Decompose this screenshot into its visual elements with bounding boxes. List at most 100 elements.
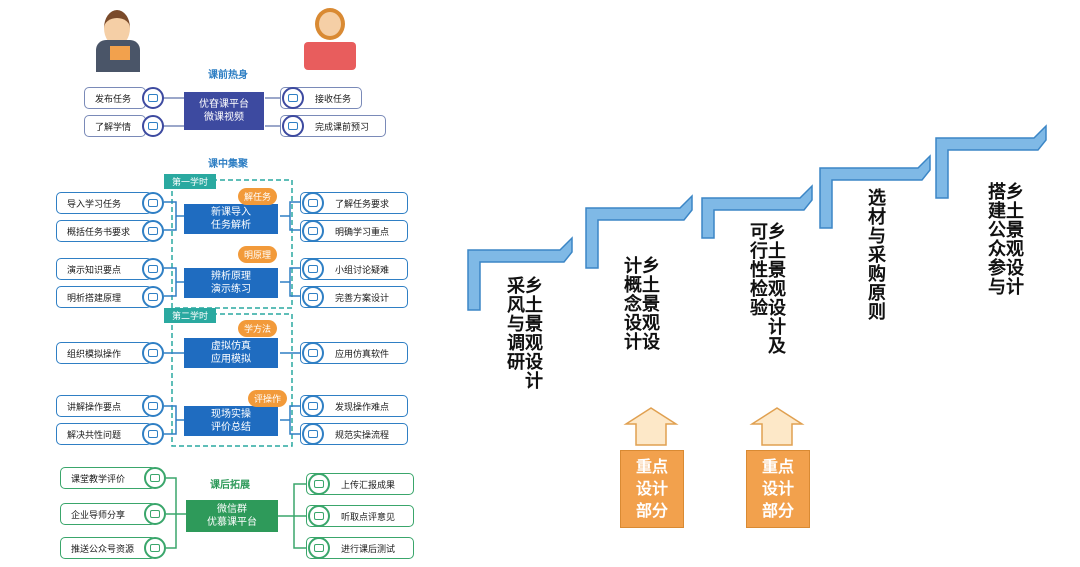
- block-4-center: 现场实操 评价总结: [184, 406, 278, 436]
- pen-icon: [282, 115, 304, 137]
- block-1-left-2-label: 概括任务书要求: [67, 227, 131, 238]
- block-2-left-1-label: 演示知识要点: [67, 265, 122, 276]
- lesson-1-label: 第一学时: [164, 174, 217, 189]
- block-4-left-2-label: 解决共性问题: [67, 430, 122, 441]
- block-1-right-2: 明确学习重点: [300, 220, 408, 242]
- block-4-right-2: 规范实操流程: [300, 423, 408, 445]
- post-left-1-label: 课堂教学评价: [71, 474, 126, 485]
- clipboard-icon: [142, 395, 164, 417]
- focus-box-1: 重点设计部分: [620, 450, 684, 528]
- step-2-label: 乡土景观设计概念设计: [621, 256, 660, 351]
- block-4-right-1: 发现操作难点: [300, 395, 408, 417]
- pre-student-item-2: 完成课前预习: [280, 115, 386, 137]
- bulb-icon: [302, 342, 324, 364]
- list-icon: [142, 342, 164, 364]
- block-4-right-2-label: 规范实操流程: [335, 430, 390, 441]
- edit-icon: [302, 395, 324, 417]
- step-1-label: 乡土景观设计采风与调研: [504, 276, 543, 390]
- in-class-title: 课中集聚: [208, 159, 248, 170]
- post-right-1: 上传汇报成果: [306, 473, 414, 495]
- block-1-line1: 新课导入: [211, 207, 251, 218]
- block-2-line2: 演示练习: [211, 284, 251, 295]
- block-4-left-2: 解决共性问题: [56, 423, 152, 445]
- group-icon: [142, 423, 164, 445]
- step-4-label: 选材与采购原则: [865, 188, 886, 321]
- book-icon: [302, 192, 324, 214]
- block-1-right-1-label: 了解任务要求: [335, 199, 390, 210]
- block-4-line2: 评价总结: [211, 422, 251, 433]
- pre-teacher-item-2-label: 了解学情: [95, 122, 132, 133]
- post-left-1: 课堂教学评价: [60, 467, 156, 489]
- post-right-2-label: 听取点评意见: [341, 512, 396, 523]
- search-icon: [142, 258, 164, 280]
- pre-class-center-line2: 微课视频: [204, 112, 244, 123]
- block-1-tag: 解任务: [238, 188, 278, 205]
- block-4-line1: 现场实操: [211, 409, 251, 420]
- book-icon: [282, 87, 304, 109]
- post-right-3-label: 进行课后测试: [341, 544, 396, 555]
- post-center-line2: 优慕课平台: [207, 517, 257, 528]
- post-left-2-label: 企业导师分享: [71, 510, 126, 521]
- teacher-illustration: [88, 6, 148, 72]
- block-1-left-2: 概括任务书要求: [56, 220, 152, 242]
- focus-box-2-text: 重点设计部分: [761, 457, 794, 520]
- block-4-left-1: 讲解操作要点: [56, 395, 152, 417]
- block-2-center: 辨析原理 演示练习: [184, 268, 278, 298]
- pre-student-item-2-label: 完成课前预习: [315, 122, 370, 133]
- rating-icon: [144, 467, 166, 489]
- post-class-title: 课后拓展: [210, 480, 250, 491]
- post-right-1-label: 上传汇报成果: [341, 480, 396, 491]
- post-right-2: 听取点评意见: [306, 505, 414, 527]
- pre-student-item-1-label: 接收任务: [315, 94, 352, 105]
- book-icon: [142, 192, 164, 214]
- list-icon: [142, 87, 164, 109]
- block-4-left-1-label: 讲解操作要点: [67, 402, 122, 413]
- medal-icon: [302, 286, 324, 308]
- pre-teacher-item-1: 发布任务: [84, 87, 146, 109]
- step-5-label: 乡土景观设计搭建公众参与: [985, 182, 1024, 296]
- upload-icon: [308, 473, 330, 495]
- block-3-right-1: 应用仿真软件: [300, 342, 408, 364]
- block-1-right-2-label: 明确学习重点: [335, 227, 390, 238]
- pre-class-center: 优昚课平台 微课视频: [184, 92, 264, 130]
- block-3-line1: 虚拟仿真: [211, 341, 251, 352]
- pre-teacher-item-2: 了解学情: [84, 115, 146, 137]
- pre-class-title: 课前热身: [208, 70, 248, 81]
- block-2-left-2-label: 明析搭建原理: [67, 293, 122, 304]
- graduation-cap-icon: [144, 503, 166, 525]
- chat-icon: [302, 258, 324, 280]
- block-2-tag: 明原理: [238, 246, 278, 263]
- laptop-icon: [302, 220, 324, 242]
- block-4-tag: 评操作: [248, 390, 288, 407]
- block-1-right-1: 了解任务要求: [300, 192, 408, 214]
- pre-teacher-item-1-label: 发布任务: [95, 94, 132, 105]
- post-class-center: 微信群 优慕课平台: [186, 500, 278, 532]
- block-3-center: 虚拟仿真 应用模拟: [184, 338, 278, 368]
- post-left-3-label: 推送公众号资源: [71, 544, 135, 555]
- block-1-left-1: 导入学习任务: [56, 192, 152, 214]
- block-2-right-2-label: 完善方案设计: [335, 293, 390, 304]
- block-2-right-1-label: 小组讨论疑难: [335, 265, 390, 276]
- up-arrow-icon: [749, 407, 805, 446]
- ear-icon: [308, 505, 330, 527]
- block-2-line1: 辨析原理: [211, 271, 251, 282]
- post-left-3: 推送公众号资源: [60, 537, 156, 559]
- block-2-right-2: 完善方案设计: [300, 286, 408, 308]
- block-2-left-1: 演示知识要点: [56, 258, 152, 280]
- stair-steps: [467, 124, 1047, 311]
- student-illustration: [300, 6, 360, 72]
- focus-box-2: 重点设计部分: [746, 450, 810, 528]
- block-3-tag: 学方法: [238, 320, 278, 337]
- up-arrow-icon: [623, 407, 679, 446]
- checklist-icon: [302, 423, 324, 445]
- block-2-left-2: 明析搭建原理: [56, 286, 152, 308]
- step-3-label: 乡土景观设计及可行性检验: [747, 222, 786, 355]
- block-3-right-1-label: 应用仿真软件: [335, 349, 390, 360]
- share-icon: [144, 537, 166, 559]
- lesson-2-label: 第二学时: [164, 308, 217, 323]
- block-1-left-1-label: 导入学习任务: [67, 199, 122, 210]
- block-2-right-1: 小组讨论疑难: [300, 258, 408, 280]
- block-3-left-1: 组织模拟操作: [56, 342, 152, 364]
- focus-box-1-text: 重点设计部分: [635, 457, 668, 520]
